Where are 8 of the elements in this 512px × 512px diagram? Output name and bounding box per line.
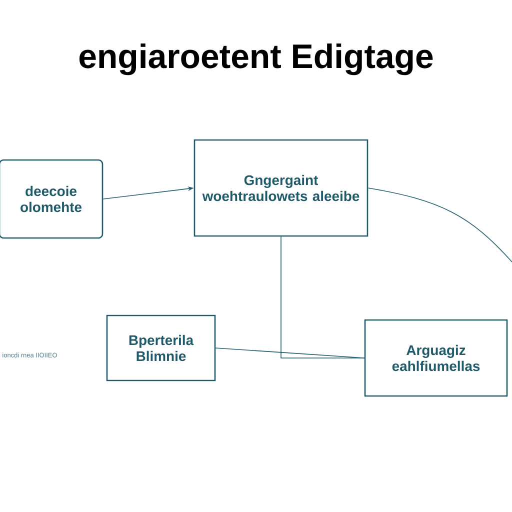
connector-line: [368, 188, 512, 262]
process-box: Gngergaint woehtraulowets aleeibe: [194, 139, 368, 237]
title: engiaroetent Edigtage: [79, 43, 433, 76]
process-box: Bperterila Blimnie: [106, 314, 216, 382]
rounded-box: deecoie olomehte: [0, 159, 104, 239]
connector-line: [215, 348, 365, 358]
connector-line: [280, 236, 365, 358]
process-box: Arguagiz eahlfiumellas: [364, 319, 508, 397]
